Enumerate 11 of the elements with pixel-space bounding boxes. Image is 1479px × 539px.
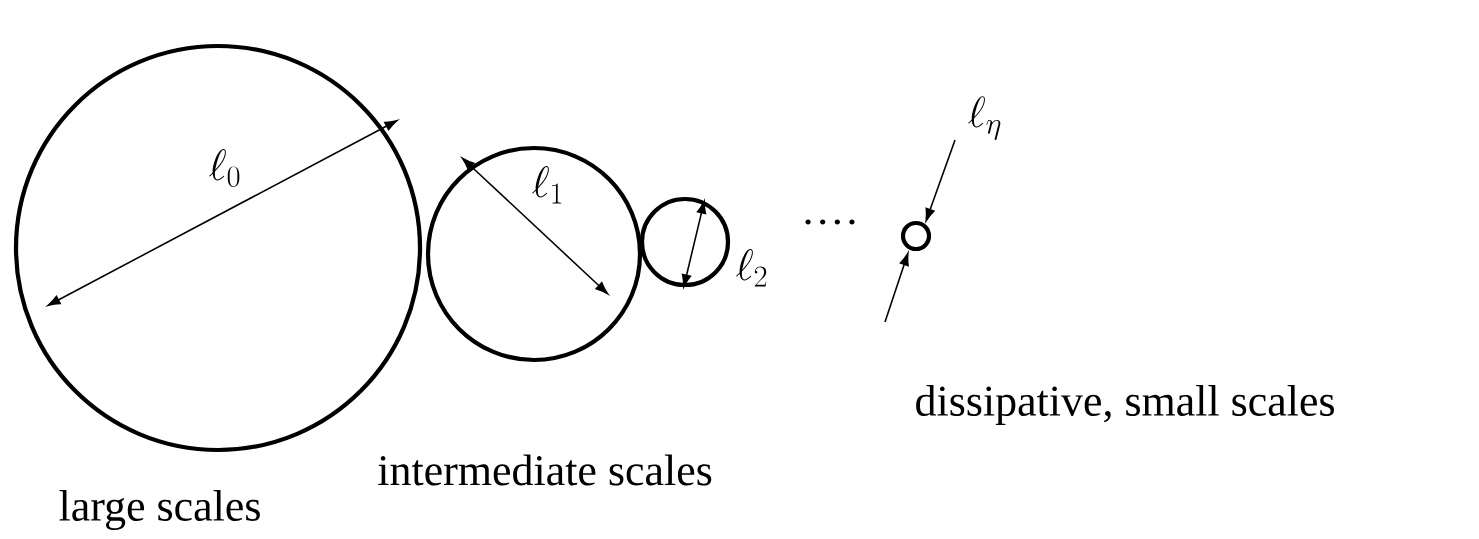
scale-caption: intermediate scales: [378, 454, 712, 486]
circle: [900, 220, 932, 252]
length-label: $\ell_{\eta}$: [968, 96, 1001, 141]
scale-caption: large scales: [59, 490, 260, 530]
length-label: $\ell_{1}$: [532, 166, 562, 204]
scale-caption: dissipative, small scales: [916, 385, 1334, 425]
dots: ····: [805, 219, 855, 225]
length-label: $\ell_{0}$: [209, 149, 240, 187]
circle: [425, 145, 643, 363]
circle: [13, 43, 423, 453]
circle: [639, 196, 731, 288]
